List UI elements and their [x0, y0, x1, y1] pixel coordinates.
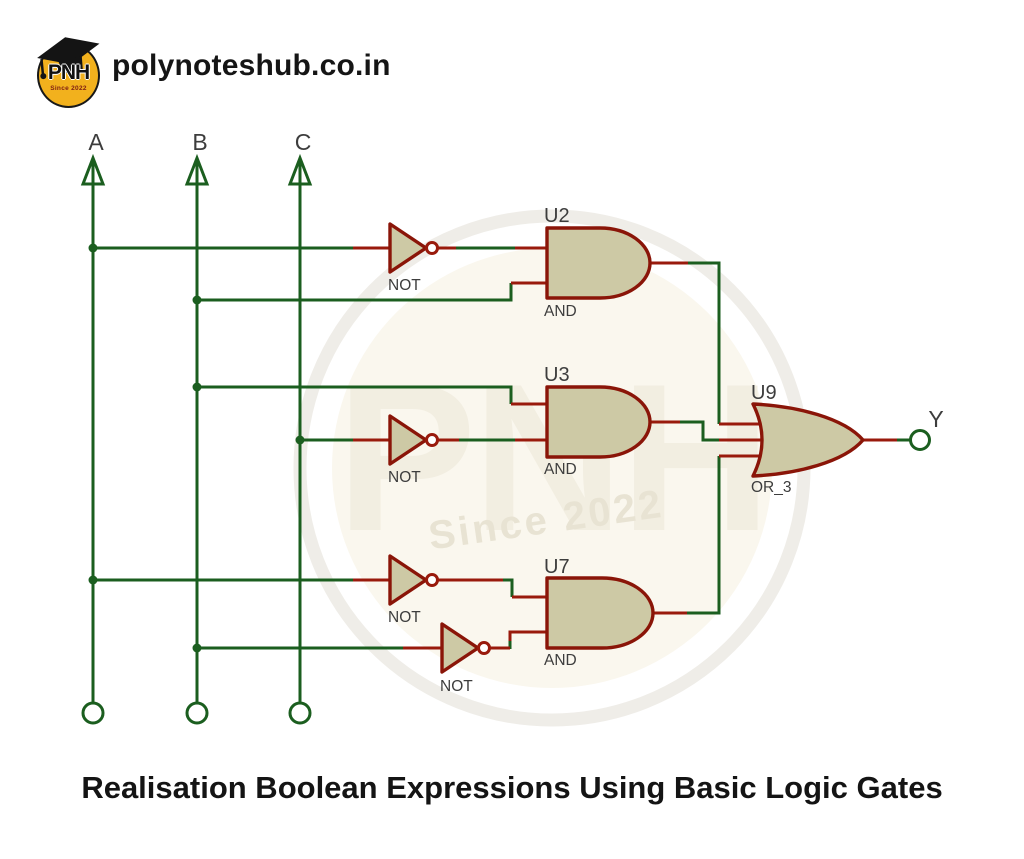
junction-dot [295, 435, 305, 445]
inverter-bubble [425, 573, 439, 587]
not-gate-triangle [388, 554, 428, 606]
not-gate-3: NOT [388, 554, 439, 626]
input-rail-a: A [80, 129, 106, 725]
not-gate-triangle [440, 622, 480, 674]
and-gate-body [545, 226, 652, 300]
and-gate-u7: U7 AND [544, 556, 655, 669]
gate-type-u9: OR_3 [751, 479, 792, 496]
output-label-y: Y [928, 406, 943, 432]
gate-ref-u7: U7 [544, 556, 570, 578]
and-gate-body [545, 576, 655, 650]
gate-ref-u2: U2 [544, 205, 570, 227]
green-wires [93, 246, 910, 650]
not-gate-label: NOT [440, 678, 473, 695]
not-gate-1: NOT [388, 222, 439, 294]
gate-type-u2: AND [544, 303, 577, 320]
not-gate-4: NOT [440, 622, 491, 695]
input-label-b: B [192, 129, 207, 155]
gate-type-u7: AND [544, 652, 577, 669]
red-pin-stubs [353, 246, 897, 650]
input-terminal-c [288, 701, 312, 725]
input-rail-b: B [184, 129, 210, 725]
inverter-bubble [477, 641, 491, 655]
watermark-disc [332, 248, 772, 688]
not-gate-2: NOT [388, 414, 439, 486]
junction-dot [88, 575, 98, 585]
input-terminal-a [81, 701, 105, 725]
site-header: PNH Since 2022 polynoteshub.co.in [0, 0, 1024, 120]
not-gate-triangle [388, 222, 428, 274]
junction-dots [88, 243, 305, 653]
gate-ref-u9: U9 [751, 382, 777, 404]
junction-dot [192, 643, 202, 653]
wire-segment [503, 578, 514, 597]
input-label-a: A [88, 129, 104, 155]
inverter-bubble [425, 241, 439, 255]
wire-segment [197, 283, 513, 302]
gate-ref-u3: U3 [544, 364, 570, 386]
wire-segment [687, 456, 721, 615]
junction-dot [192, 382, 202, 392]
input-terminal-b [185, 701, 209, 725]
junction-dot [88, 243, 98, 253]
not-gate-label: NOT [388, 609, 421, 626]
pin-stub [508, 630, 548, 641]
graduation-cap-icon [37, 37, 100, 80]
wire-segment [680, 420, 719, 442]
inverter-bubble [425, 433, 439, 447]
output-terminal-y [909, 429, 931, 451]
not-gate-label: NOT [388, 277, 421, 294]
wire-segment [688, 261, 721, 424]
pnh-logo: PNH Since 2022 [37, 37, 100, 108]
and-gate-u2: U2 AND [544, 205, 652, 320]
input-label-c: C [295, 129, 312, 155]
watermark: PNH Since 2022 [293, 209, 811, 727]
logo-text: PNH [47, 61, 90, 84]
and-gate-u3: U3 AND [544, 364, 652, 478]
logo-since-text: Since 2022 [50, 85, 87, 92]
not-gate-label: NOT [388, 469, 421, 486]
or-gate-body [751, 402, 865, 478]
gate-type-u3: AND [544, 461, 577, 478]
wire-segment [197, 385, 513, 404]
output-y: Y [909, 406, 944, 451]
or-gate-u9: U9 OR_3 [751, 382, 865, 496]
not-gate-triangle [388, 414, 428, 466]
site-name: polynoteshub.co.in [112, 49, 391, 82]
caption-title: Realisation Boolean Expressions Using Ba… [81, 770, 943, 805]
junction-dot [192, 295, 202, 305]
and-gate-body [545, 385, 652, 459]
